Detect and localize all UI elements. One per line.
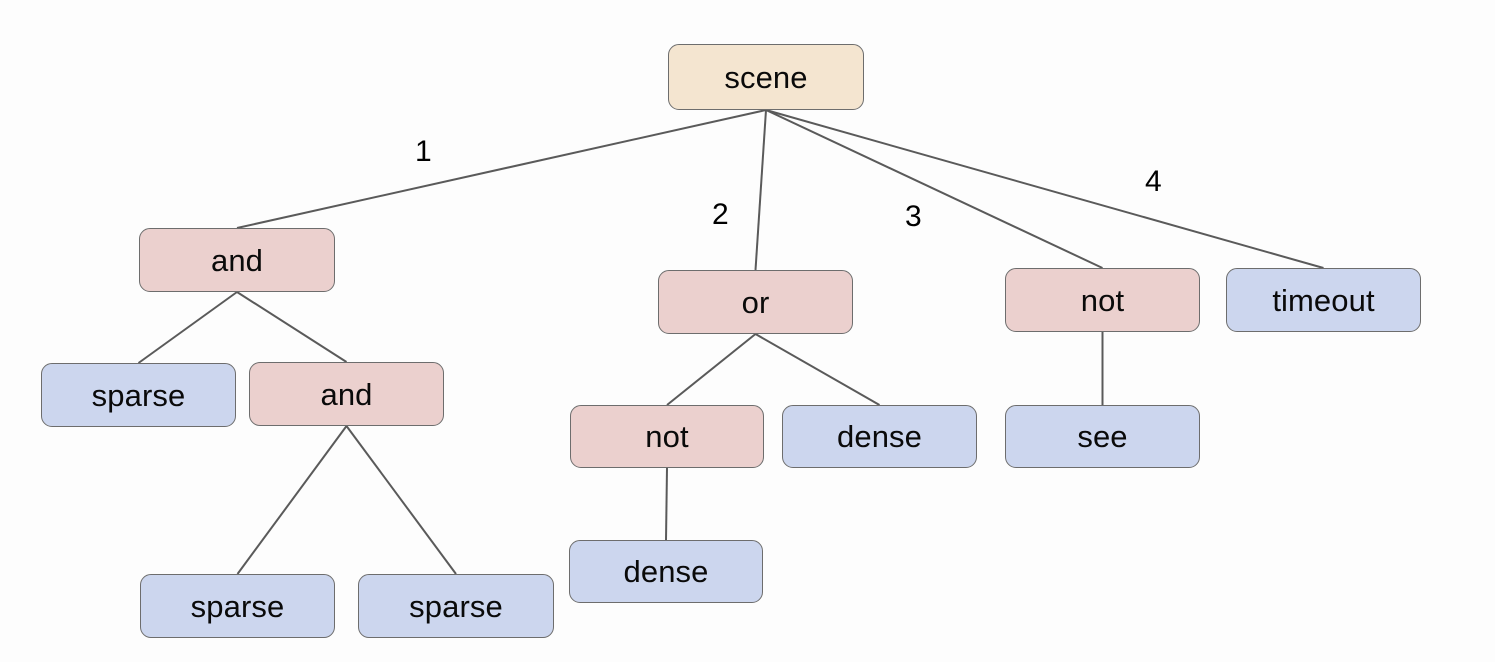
tree-node-sparse2[interactable]: sparse xyxy=(140,574,335,638)
tree-node-not1[interactable]: not xyxy=(1005,268,1200,332)
tree-node-sparse3[interactable]: sparse xyxy=(358,574,554,638)
tree-edge xyxy=(137,291,238,364)
tree-edge xyxy=(754,109,767,271)
tree-node-dense2[interactable]: dense xyxy=(569,540,763,603)
tree-node-and2[interactable]: and xyxy=(249,362,444,426)
tree-edge xyxy=(755,333,880,406)
tree-edge xyxy=(236,291,348,363)
tree-edge xyxy=(236,425,348,575)
tree-node-scene[interactable]: scene xyxy=(668,44,864,110)
tree-node-see1[interactable]: see xyxy=(1005,405,1200,468)
tree-edge xyxy=(765,109,1324,269)
tree-node-and1[interactable]: and xyxy=(139,228,335,292)
tree-node-timeout1[interactable]: timeout xyxy=(1226,268,1421,332)
tree-edge xyxy=(765,109,1103,269)
tree-edge xyxy=(236,109,767,229)
tree-node-not2[interactable]: not xyxy=(570,405,764,468)
tree-node-sparse1[interactable]: sparse xyxy=(41,363,236,427)
edge-label-2: 2 xyxy=(712,198,729,231)
tree-node-or1[interactable]: or xyxy=(658,270,853,334)
tree-edge xyxy=(665,467,668,541)
edge-label-4: 4 xyxy=(1145,165,1162,198)
tree-edge xyxy=(345,425,457,575)
edge-label-1: 1 xyxy=(415,135,432,168)
tree-node-dense1[interactable]: dense xyxy=(782,405,977,468)
edge-label-3: 3 xyxy=(905,200,922,233)
tree-edge xyxy=(666,333,757,406)
